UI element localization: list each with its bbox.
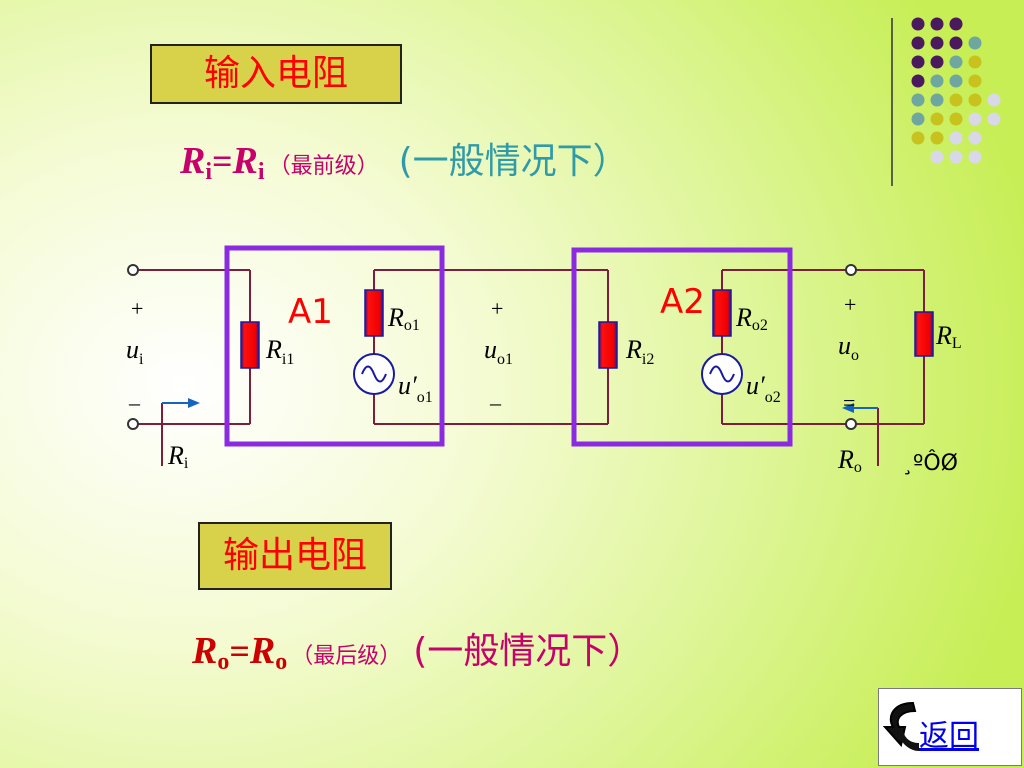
decorative-dot <box>949 93 963 107</box>
formula-condition: (一般情况下） <box>398 141 629 182</box>
decorative-dot <box>968 55 982 69</box>
decorative-dot <box>911 131 925 145</box>
ri-arrow-head <box>188 398 200 408</box>
decorative-dot <box>911 93 925 107</box>
decorative-dot-grid <box>891 17 1001 186</box>
decorative-dot <box>911 74 925 88</box>
input-terminal-bottom <box>127 418 139 430</box>
decorative-dot <box>930 17 944 31</box>
formula-r-rhs: R <box>249 630 276 672</box>
formula-sub-rhs: i <box>257 159 265 185</box>
label-u-prime-o2: u′o2 <box>746 371 781 406</box>
decorative-dot <box>930 112 944 126</box>
label-ui: ui <box>126 335 144 368</box>
decorative-dot <box>911 112 925 126</box>
label-uo1: uo1 <box>484 335 513 368</box>
input-plus-sign: + <box>131 296 143 321</box>
decorative-dot <box>987 93 1001 107</box>
decorative-dot <box>949 112 963 126</box>
formula-r-rhs: R <box>232 140 258 182</box>
decorative-dot <box>949 55 963 69</box>
stage-a1-label: A1 <box>288 292 333 332</box>
label-rl: RL <box>935 321 962 352</box>
decorative-dot <box>930 150 944 164</box>
label-ro2: Ro2 <box>735 303 768 334</box>
resistor-rl <box>914 311 934 357</box>
decorative-dot <box>930 93 944 107</box>
formula-note: （最后级） <box>291 644 402 669</box>
decorative-dot <box>911 55 925 69</box>
label-ri2: Ri2 <box>625 335 654 368</box>
input-terminal-top <box>127 264 139 276</box>
formula-sub-rhs: o <box>275 649 288 675</box>
output-minus-sign: = <box>843 390 855 415</box>
stage-a2-label: A2 <box>660 282 705 322</box>
resistor-ri2 <box>598 321 618 369</box>
label-u-prime-o1: u′o1 <box>398 371 433 406</box>
decorative-dot <box>930 55 944 69</box>
resistor-ro1 <box>364 289 384 337</box>
decorative-dot <box>911 17 925 31</box>
ac-source-1-icon <box>353 353 395 395</box>
label-ri1: Ri1 <box>265 335 294 368</box>
input-minus-sign: – <box>128 390 141 415</box>
decorative-dot <box>949 74 963 88</box>
label-ro: Ro <box>837 445 862 476</box>
decorative-dot <box>968 74 982 88</box>
output-terminal-top <box>845 264 857 276</box>
return-arrow-icon <box>883 701 919 751</box>
formula-sub-lhs: i <box>205 159 213 185</box>
label-uo: uo <box>838 331 859 364</box>
garbled-load-text: ¸ºÔØ <box>902 450 958 476</box>
decorative-dot <box>968 131 982 145</box>
decorative-dot <box>949 17 963 31</box>
formula-equals: = <box>212 141 233 181</box>
circuit-wires <box>137 269 925 466</box>
decorative-dot <box>968 150 982 164</box>
decorative-dot <box>987 112 1001 126</box>
label-ro1: Ro1 <box>387 303 420 334</box>
formula-equals: = <box>229 631 250 671</box>
back-button-label: 返回 <box>919 719 979 754</box>
resistor-ri1 <box>240 321 260 369</box>
formula-condition: (一般情况下） <box>413 631 644 672</box>
decorative-dot <box>968 36 982 50</box>
decorative-dot <box>911 36 925 50</box>
decorative-dot <box>930 131 944 145</box>
middle-minus-sign: – <box>489 390 502 415</box>
decorative-dot <box>949 150 963 164</box>
label-ri: Ri <box>167 441 189 472</box>
decorative-dot <box>930 74 944 88</box>
output-terminal-bottom <box>845 418 857 430</box>
ro-arrow-head <box>842 403 854 413</box>
decorative-dot <box>968 112 982 126</box>
formula-sub-lhs: o <box>217 649 230 675</box>
input-resistance-title: 输入电阻 <box>150 44 402 104</box>
formula-r-lhs: R <box>180 140 206 182</box>
formula-note: （最前级） <box>268 154 379 179</box>
formula-r-lhs: R <box>192 630 218 672</box>
output-resistance-title: 输出电阻 <box>198 522 392 590</box>
stage-a1-box <box>224 245 445 447</box>
resistor-ro2 <box>712 289 732 337</box>
decorative-dot <box>930 36 944 50</box>
decorative-dot <box>949 36 963 50</box>
ac-source-2-icon <box>701 353 743 395</box>
output-resistance-formula: R o = R o （最后级） (一般情况下） <box>192 622 644 675</box>
decorative-dot <box>949 131 963 145</box>
decorative-dot <box>968 93 982 107</box>
stage-a2-box <box>571 247 793 447</box>
output-plus-sign: + <box>844 292 856 317</box>
middle-plus-sign: + <box>491 296 503 321</box>
back-button[interactable]: 返回 <box>878 688 1022 766</box>
input-resistance-formula: R i = R i （最前级） (一般情况下） <box>180 132 629 185</box>
